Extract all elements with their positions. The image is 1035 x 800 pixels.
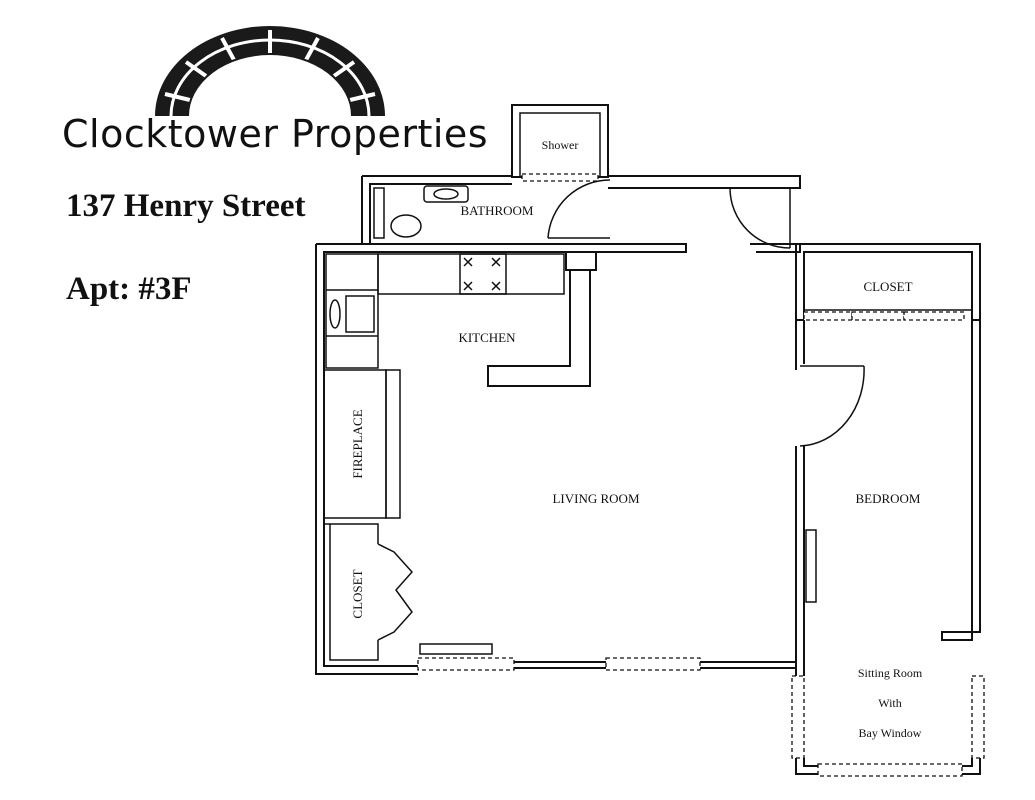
living-closet bbox=[324, 523, 414, 661]
sitting-room-label-2: With bbox=[878, 696, 902, 710]
property-address: 137 Henry Street bbox=[66, 188, 306, 224]
living-room-label: LIVING ROOM bbox=[552, 491, 639, 506]
bedroom-walls bbox=[795, 243, 981, 676]
kitchen-fixtures bbox=[325, 253, 565, 369]
bay-window bbox=[791, 675, 985, 777]
shower-label: Shower bbox=[542, 138, 579, 152]
sitting-room-label-3: Bay Window bbox=[859, 726, 922, 740]
bathroom-walls bbox=[361, 175, 801, 249]
kitchen-label: KITCHEN bbox=[458, 330, 516, 345]
closet-bedroom-label: CLOSET bbox=[863, 279, 912, 294]
bedroom-label: BEDROOM bbox=[855, 491, 920, 506]
closet-living-label: CLOSET bbox=[350, 569, 365, 618]
shower-alcove bbox=[511, 104, 609, 182]
fireplace-label: FIREPLACE bbox=[350, 409, 365, 478]
apartment-walls bbox=[315, 243, 801, 675]
sitting-room-label-1: Sitting Room bbox=[858, 666, 923, 680]
fireplace bbox=[323, 369, 401, 519]
apartment-number: Apt: #3F bbox=[66, 271, 192, 307]
bathroom-label: BATHROOM bbox=[461, 203, 534, 218]
company-name: Clocktower Properties bbox=[62, 112, 489, 156]
